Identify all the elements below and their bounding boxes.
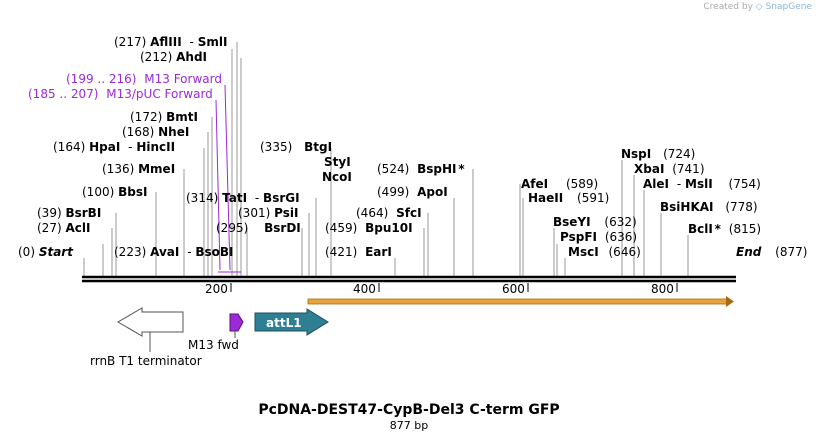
snapgene-logo-icon: ◇ <box>755 2 763 12</box>
site-psiI: (301) PsiI <box>238 206 298 220</box>
site-bseYI: BseYI (632) <box>553 215 637 229</box>
site-nspI: NspI (724) <box>621 147 695 161</box>
primer-m13-puc-forward: (185 .. 207) M13/pUC Forward <box>28 87 213 101</box>
backbone <box>82 275 736 283</box>
rrnb-label: rrnB T1 terminator <box>90 354 202 368</box>
site-bmtI: (172) BmtI <box>130 110 198 124</box>
site-afeI: AfeI (589) <box>521 177 598 191</box>
site-ncoI: NcoI <box>322 170 352 184</box>
tick-label-800: 800 <box>651 282 674 296</box>
site-aflIII-smlI: (217) AflIII - SmlI <box>114 35 227 49</box>
site-apoI: (499) ApoI <box>377 185 448 199</box>
map-subtitle: 877 bp <box>389 419 429 432</box>
credit-prefix: Created by <box>703 2 753 12</box>
site-tatI-bsrGI: (314) TatI - BsrGI <box>186 191 300 205</box>
start-label: (0) Start <box>18 245 74 259</box>
ruler-ticks <box>230 283 678 292</box>
site-avaI-bsoBI: (223) AvaI - BsoBI <box>114 245 234 259</box>
site-pspFI: PspFI (636) <box>560 230 637 244</box>
snapgene-credit: Created by ◇ SnapGene <box>703 2 812 12</box>
site-haeII: HaeII (591) <box>528 191 609 205</box>
site-ahdI: (212) AhdI <box>140 50 207 64</box>
site-bbsI: (100) BbsI <box>82 185 147 199</box>
site-bsrDI: (295) BsrDI <box>216 221 301 235</box>
tick-label-400: 400 <box>353 282 376 296</box>
site-mscI: MscI (646) <box>568 245 641 259</box>
site-btgI: (335) BtgI <box>260 140 332 154</box>
site-earI: (421) EarI <box>325 245 392 259</box>
primer-lines <box>215 84 241 273</box>
site-bsiHKAI: BsiHKAI (778) <box>660 200 758 214</box>
tick-label-200: 200 <box>205 282 228 296</box>
site-sfcI: (464) SfcI <box>356 206 422 220</box>
map-title: PcDNA-DEST47-CypB-Del3 C-term GFP <box>258 402 560 418</box>
rrnb-terminator-feature[interactable] <box>117 307 184 352</box>
site-xbaI: XbaI (741) <box>634 162 705 176</box>
site-hpaI-hincII: (164) HpaI - HincII <box>53 140 175 154</box>
m13-fwd-label: M13 fwd <box>188 338 239 352</box>
site-bsrBI: (39) BsrBI <box>37 206 101 220</box>
site-styI: StyI <box>324 155 351 169</box>
end-label: End (877) <box>736 245 807 259</box>
site-nheI: (168) NheI <box>122 125 189 139</box>
primer-m13-forward: (199 .. 216) M13 Forward <box>66 72 222 86</box>
m13-fwd-feature[interactable] <box>229 313 244 338</box>
cut-site-lines <box>83 42 689 276</box>
site-aleI-mslI: AleI - MslI (754) <box>643 177 761 191</box>
attl1-feature[interactable] <box>254 308 329 336</box>
site-mmeI: (136) MmeI <box>102 162 175 176</box>
site-bspHI: (524) BspHI * <box>377 162 465 176</box>
site-aclI: (27) AclI <box>37 221 90 235</box>
credit-brand: SnapGene <box>765 2 812 12</box>
orf-arrow[interactable] <box>307 296 734 307</box>
site-bpu10I: (459) Bpu10I <box>325 221 413 235</box>
site-bclI: BclI * (815) <box>688 222 761 236</box>
tick-label-600: 600 <box>502 282 525 296</box>
attl1-label: attL1 <box>266 316 302 330</box>
